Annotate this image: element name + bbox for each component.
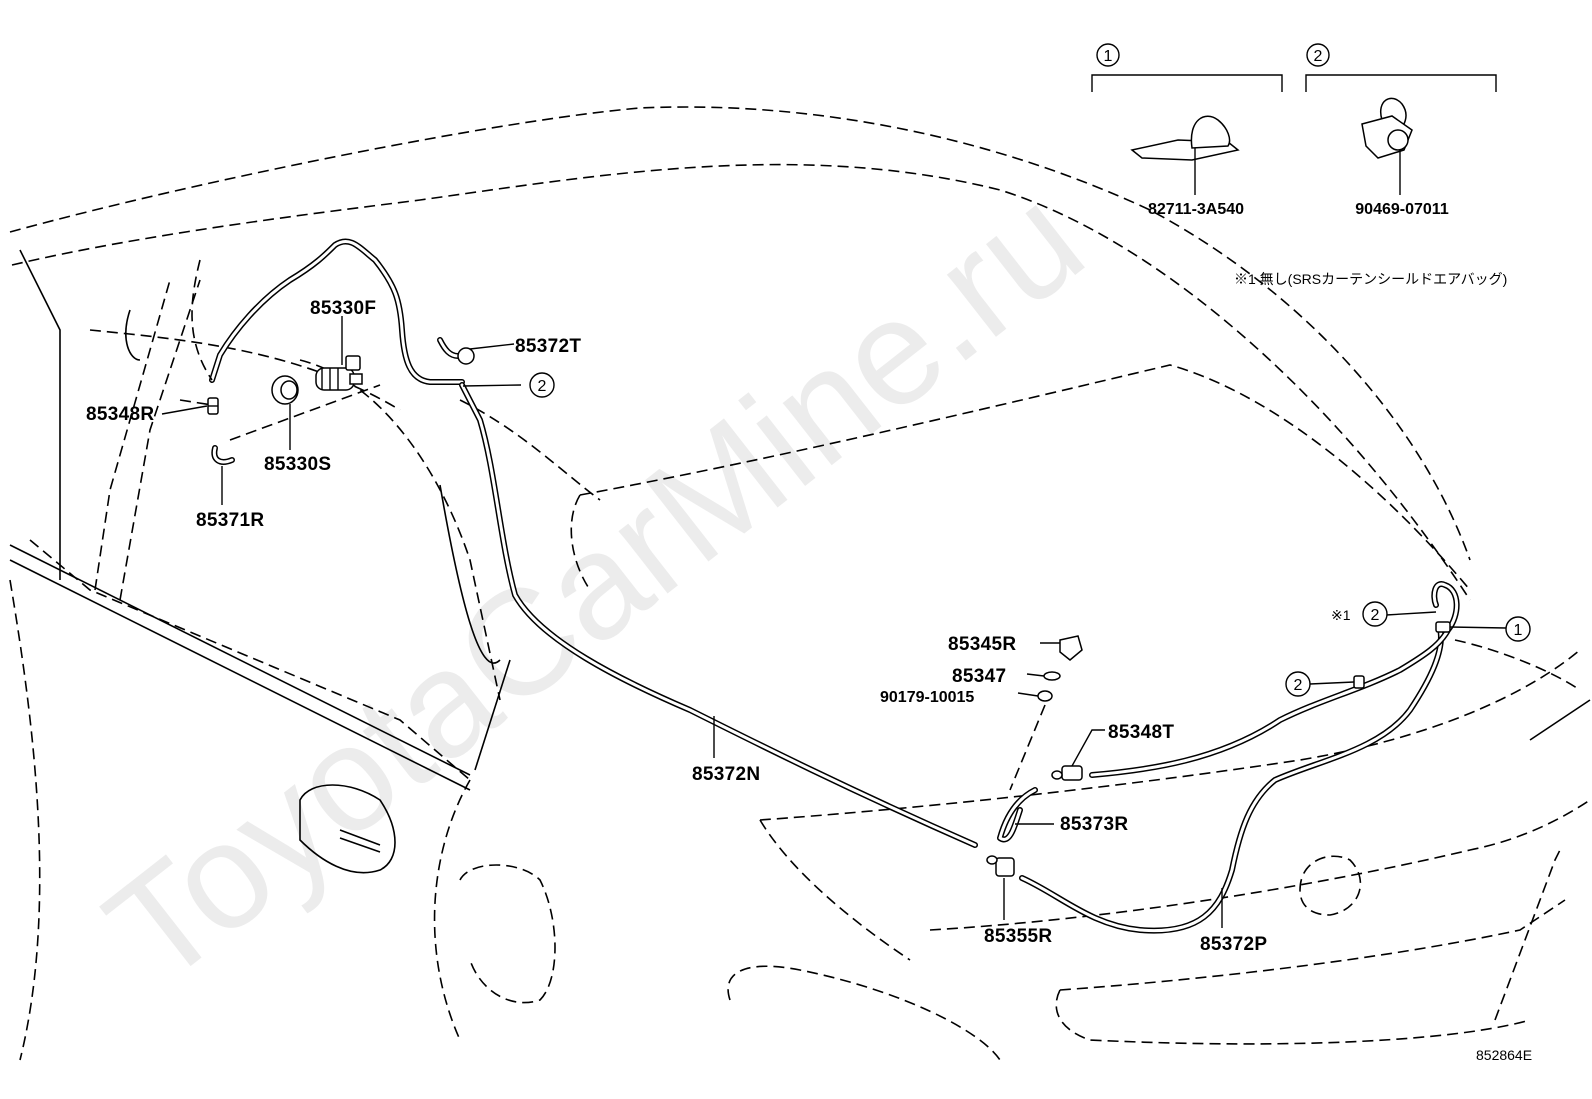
part-labels: 85330F 85372T 85348R 85330S 85371R 85345…: [86, 298, 1267, 955]
assembly-guides: [179, 259, 1046, 791]
grommet-85330S: [271, 375, 299, 405]
callout-lower-2: 2: [1285, 671, 1311, 697]
label-85348R: 85348R: [86, 404, 154, 425]
note-ref-mark: ※1: [1331, 607, 1351, 623]
legend-2-num: 2: [1314, 48, 1323, 65]
washer-pump-85330F: [315, 355, 363, 391]
label-85372P: 85372P: [1200, 934, 1267, 955]
callout-lower-2-text: 2: [1294, 677, 1303, 694]
label-85372T: 85372T: [515, 336, 581, 357]
label-85347: 85347: [952, 666, 1006, 687]
callout-rear-2: 2: [1362, 601, 1388, 627]
diagram-code: 852864E: [1476, 1047, 1532, 1063]
joint-85348T: [1051, 765, 1083, 781]
hose-85371R: [211, 445, 235, 465]
label-85373R: 85373R: [1060, 814, 1128, 835]
gasket-85347: [1043, 671, 1061, 681]
callout-top-2: 2: [529, 372, 555, 398]
nut-90179: [1037, 690, 1053, 702]
label-85355R: 85355R: [984, 926, 1052, 947]
callout-right-1: 1: [1505, 616, 1531, 642]
legend-1-part: 82711-3A540: [1148, 201, 1244, 218]
label-85330S: 85330S: [264, 454, 331, 475]
label-90179: 90179-10015: [880, 689, 974, 706]
legend-2-part: 90469-07011: [1355, 201, 1449, 218]
callouts: 2 ※1 2 1 2: [529, 372, 1531, 697]
label-85348T: 85348T: [1108, 722, 1174, 743]
label-85371R: 85371R: [196, 510, 264, 531]
clamp-2-lower: [1353, 675, 1365, 689]
valve-85355R: [986, 855, 1015, 877]
callout-top-2-text: 2: [538, 378, 547, 395]
callout-right-1-text: 1: [1514, 622, 1523, 639]
washer-hoses: [209, 238, 1460, 934]
label-85345R: 85345R: [948, 634, 1016, 655]
hose-85372T: [437, 337, 475, 365]
car-solid-lines: [9, 249, 1591, 874]
clamp-1-right: [1435, 621, 1451, 633]
callout-rear-2-text: 2: [1371, 607, 1380, 624]
label-85330F: 85330F: [310, 298, 376, 319]
joint-85348R: [207, 397, 219, 415]
legend: 1 82711-3A540 2 90469-07011 ※1 無し(SRSカーテ…: [1091, 43, 1507, 287]
legend-item-2: 2 90469-07011: [1305, 43, 1497, 218]
note-text: ※1 無し(SRSカーテンシールドエアバッグ): [1234, 271, 1507, 287]
legend-1-num: 1: [1104, 48, 1113, 65]
nozzle-85345R: [1059, 635, 1083, 661]
leader-lines: [161, 316, 1507, 928]
watermark: ToyotaCarMine.ru: [76, 154, 1112, 1015]
car-body-outline: [9, 106, 1591, 1061]
label-85372N: 85372N: [692, 764, 760, 785]
legend-item-1: 1 82711-3A540: [1091, 43, 1283, 218]
